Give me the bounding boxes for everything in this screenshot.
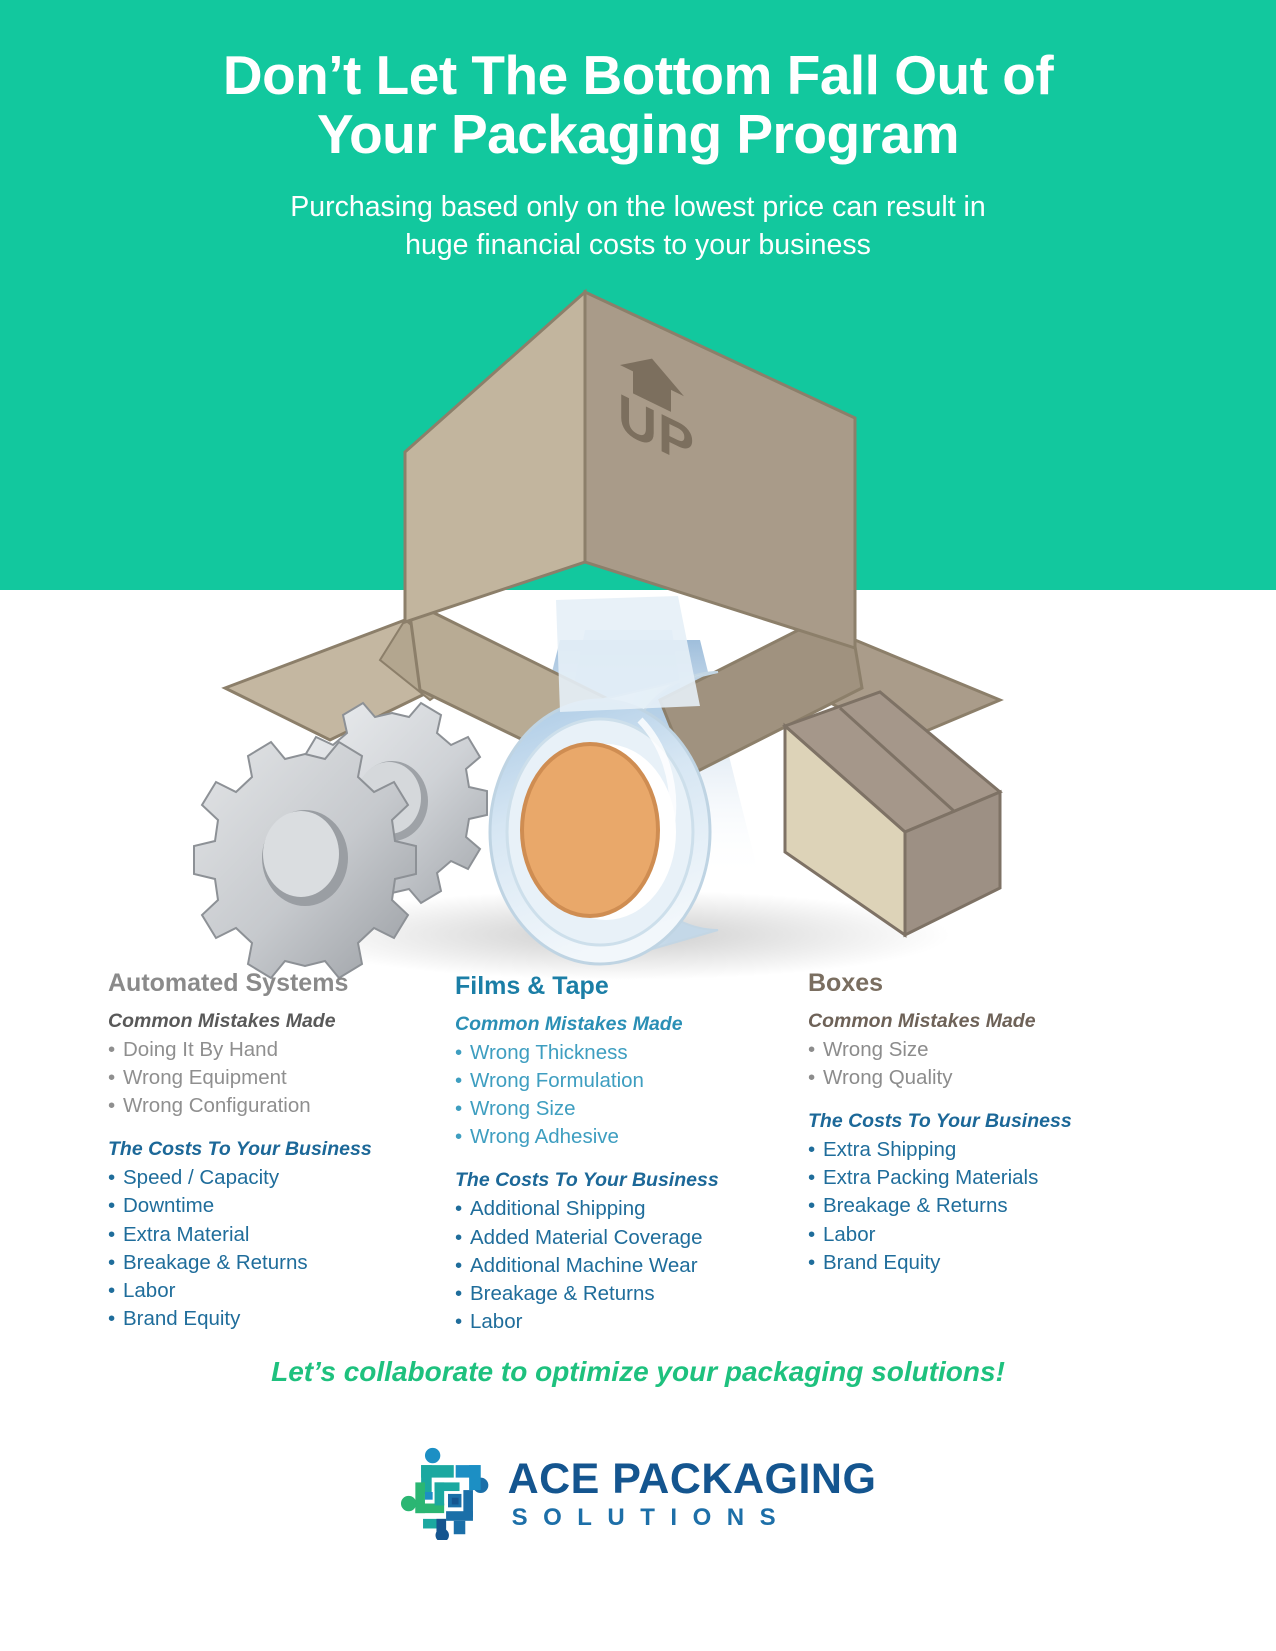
- box-flap-left-fold: [378, 618, 472, 702]
- list-item: Breakage & Returns: [455, 1280, 785, 1308]
- list-item: Breakage & Returns: [108, 1249, 438, 1277]
- box-flap-left: [221, 618, 473, 742]
- list-item: Extra Material: [108, 1221, 438, 1249]
- costs-list: Extra Shipping Extra Packing Materials B…: [808, 1136, 1138, 1276]
- column-automated-systems: Automated Systems Common Mistakes Made D…: [108, 960, 438, 1333]
- list-item: Additional Shipping: [455, 1195, 785, 1223]
- gears-group: [193, 701, 488, 980]
- list-item: Wrong Thickness: [455, 1039, 785, 1067]
- tape-roll-gap: [536, 744, 676, 920]
- list-item: Labor: [455, 1308, 785, 1336]
- list-item: Wrong Adhesive: [455, 1123, 785, 1151]
- list-item: Wrong Configuration: [108, 1092, 438, 1120]
- film-spill: [500, 640, 760, 880]
- page-subtitle-line-1: Purchasing based only on the lowest pric…: [290, 191, 986, 223]
- page-title-line-1: Don’t Let The Bottom Fall Out of: [222, 44, 1054, 106]
- gear-large: [193, 740, 417, 980]
- small-box-right: [903, 789, 1002, 938]
- page-subtitle: Purchasing based only on the lowest pric…: [0, 188, 1276, 265]
- costs-list: Additional Shipping Added Material Cover…: [455, 1195, 785, 1335]
- list-item: Wrong Size: [455, 1095, 785, 1123]
- small-box-left: [783, 722, 907, 938]
- list-item: Labor: [808, 1221, 1138, 1249]
- tagline: Let’s collaborate to optimize your packa…: [271, 1356, 1005, 1387]
- list-item: Wrong Equipment: [108, 1064, 438, 1092]
- common-mistakes-list: Wrong Size Wrong Quality: [808, 1036, 1138, 1092]
- column-films-and-tape: Films & Tape Common Mistakes Made Wrong …: [455, 960, 785, 1336]
- tape-roll-film-sheet: [556, 596, 700, 712]
- page-title: Don’t Let The Bottom Fall Out of Your Pa…: [0, 46, 1276, 164]
- columns-container: Automated Systems Common Mistakes Made D…: [0, 960, 1276, 1350]
- company-logo: ACE PACKAGING SOLUTIONS: [0, 1432, 1276, 1552]
- logo-wordmark: ACE PACKAGING SOLUTIONS: [508, 1454, 877, 1530]
- box-flap-front-left: [406, 597, 612, 773]
- list-item: Doing It By Hand: [108, 1036, 438, 1064]
- list-item: Brand Equity: [808, 1249, 1138, 1277]
- tape-roll: [488, 596, 719, 966]
- costs-heading: The Costs To Your Business: [808, 1109, 1072, 1132]
- header-banner: Don’t Let The Bottom Fall Out of Your Pa…: [0, 0, 1276, 590]
- list-item: Labor: [108, 1277, 438, 1305]
- box-flap-right: [787, 638, 1004, 744]
- common-mistakes-list: Wrong Thickness Wrong Formulation Wrong …: [455, 1039, 785, 1151]
- list-item: Wrong Quality: [808, 1064, 1138, 1092]
- list-item: Wrong Size: [808, 1036, 1138, 1064]
- film-spill-inner: [545, 630, 700, 830]
- logo-company-tagline: SOLUTIONS: [511, 1504, 792, 1531]
- list-item: Extra Shipping: [808, 1136, 1138, 1164]
- ace-packaging-logo-mark: [400, 1447, 488, 1540]
- tape-roll-inner-rim: [505, 717, 695, 947]
- small-box-tape-seam: [838, 706, 957, 814]
- logo-circuit-glyph: [400, 1447, 488, 1540]
- tape-roll-body: [489, 671, 719, 966]
- costs-heading: The Costs To Your Business: [108, 1138, 372, 1161]
- common-mistakes-heading: Common Mistakes Made: [455, 1012, 683, 1035]
- list-item: Wrong Formulation: [455, 1067, 785, 1095]
- tape-roll-outer-face: [488, 698, 712, 966]
- common-mistakes-heading: Common Mistakes Made: [108, 1009, 336, 1032]
- tape-roll-core: [520, 742, 660, 918]
- costs-heading: The Costs To Your Business: [455, 1169, 719, 1192]
- small-box: [782, 690, 1003, 938]
- column-boxes: Boxes Common Mistakes Made Wrong Size Wr…: [808, 960, 1138, 1277]
- logo-company-name: ACE PACKAGING: [507, 1455, 877, 1503]
- column-title: Films & Tape: [455, 972, 609, 1000]
- costs-list: Speed / Capacity Downtime Extra Material…: [108, 1164, 438, 1332]
- small-box-top: [782, 690, 1003, 834]
- common-mistakes-heading: Common Mistakes Made: [808, 1009, 1036, 1032]
- gear-small: [296, 701, 488, 905]
- list-item: Breakage & Returns: [808, 1192, 1138, 1220]
- page-title-line-2: Your Packaging Program: [316, 102, 960, 165]
- list-item: Additional Machine Wear: [455, 1252, 785, 1280]
- page-subtitle-line-2: huge financial costs to your business: [405, 229, 871, 262]
- list-item: Added Material Coverage: [455, 1224, 785, 1252]
- list-item: Downtime: [108, 1192, 438, 1220]
- box-flap-front-right: [658, 602, 864, 778]
- list-item: Extra Packing Materials: [808, 1164, 1138, 1192]
- column-title: Boxes: [808, 969, 884, 997]
- common-mistakes-list: Doing It By Hand Wrong Equipment Wrong C…: [108, 1036, 438, 1120]
- column-title: Automated Systems: [108, 969, 349, 997]
- list-item: Brand Equity: [108, 1305, 438, 1333]
- list-item: Speed / Capacity: [108, 1164, 438, 1192]
- tape-roll-highlight: [637, 717, 677, 821]
